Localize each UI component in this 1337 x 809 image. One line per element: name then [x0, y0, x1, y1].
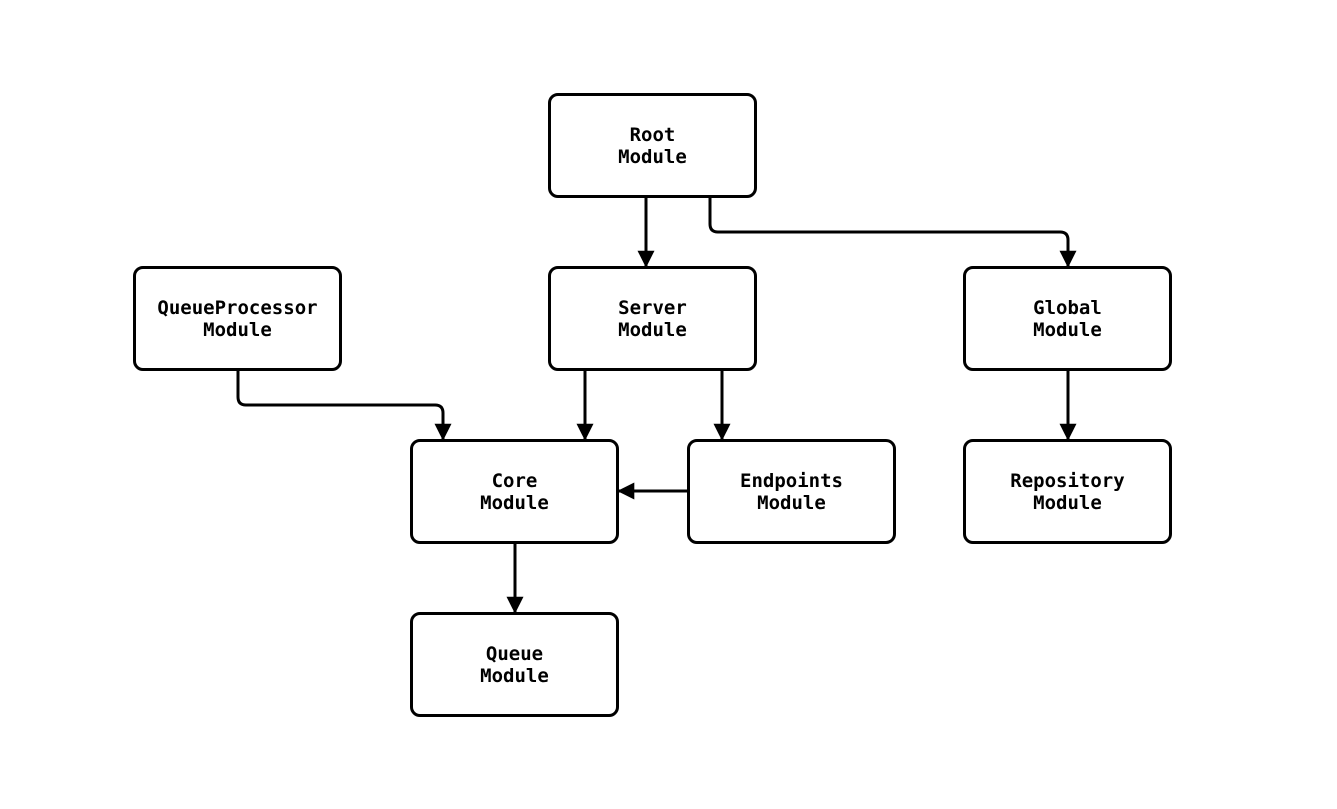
node-label-queueprocessor: QueueProcessor Module: [157, 296, 318, 341]
node-label-core: Core Module: [480, 469, 549, 514]
node-root: Root Module: [548, 93, 757, 198]
node-endpoints: Endpoints Module: [687, 439, 896, 544]
node-label-server: Server Module: [618, 296, 687, 341]
node-queueprocessor: QueueProcessor Module: [133, 266, 342, 371]
node-queue: Queue Module: [410, 612, 619, 717]
node-core: Core Module: [410, 439, 619, 544]
node-global: Global Module: [963, 266, 1172, 371]
node-server: Server Module: [548, 266, 757, 371]
edge-group: [236, 198, 1077, 614]
edge-queueprocessor-to-core: [236, 371, 452, 441]
node-label-global: Global Module: [1033, 296, 1102, 341]
node-label-root: Root Module: [618, 123, 687, 168]
edge-root-to-global: [708, 198, 1077, 268]
node-repository: Repository Module: [963, 439, 1172, 544]
node-label-queue: Queue Module: [480, 642, 549, 687]
node-label-repository: Repository Module: [1010, 469, 1125, 514]
node-label-endpoints: Endpoints Module: [740, 469, 843, 514]
